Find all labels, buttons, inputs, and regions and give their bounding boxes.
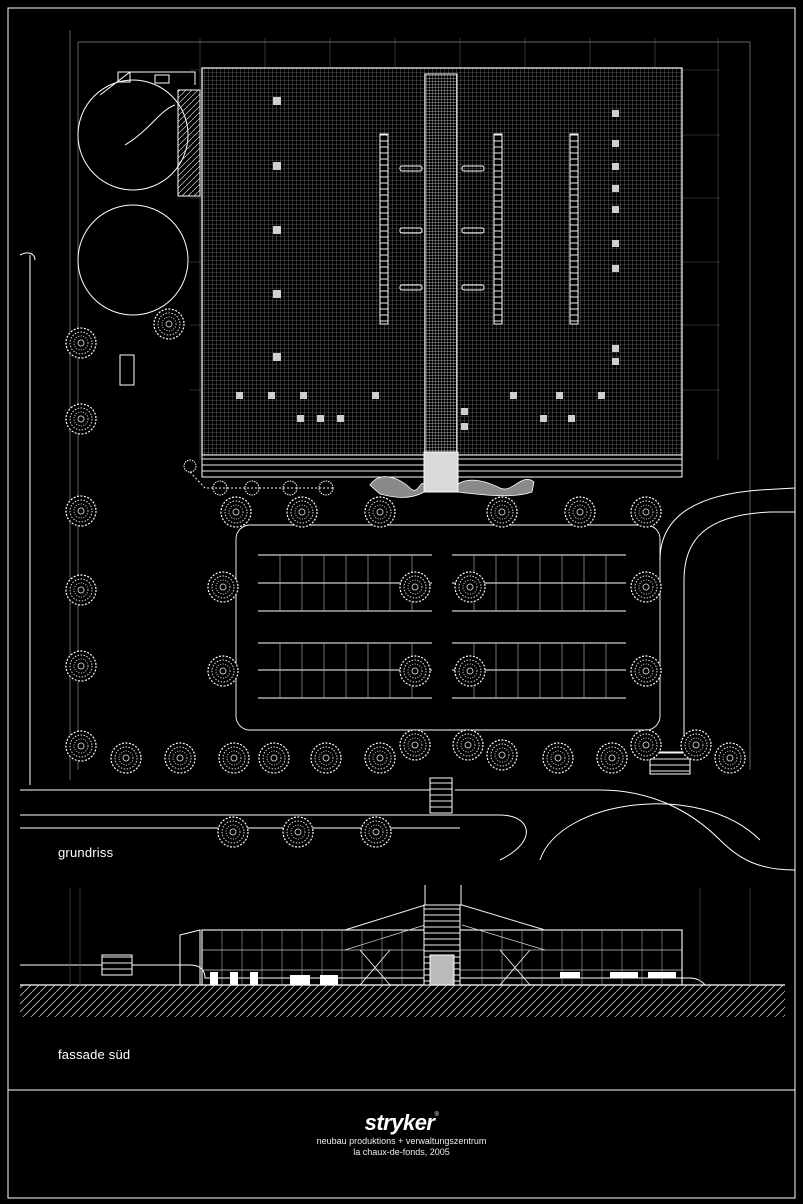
parking-lot [235,524,661,731]
elevation-label: fassade süd [58,1047,131,1062]
shrub-row [183,459,335,496]
stryker-logo: stryker® [365,1110,439,1136]
south-canopy [201,451,683,498]
south-elevation [20,885,785,1017]
building-roof-plan [201,67,683,456]
project-location-year: la chaux-de-fonds, 2005 [353,1147,450,1157]
project-title: neubau produktions + verwaltungszentrum [316,1136,487,1146]
sheet-frame [7,7,796,1199]
loading-block [177,89,201,197]
title-block: stryker® neubau produktions + verwaltung… [8,1090,795,1198]
logo-registered-mark: ® [434,1112,439,1118]
logo-text: stryker [364,1110,435,1135]
plan-label: grundriss [58,845,114,860]
